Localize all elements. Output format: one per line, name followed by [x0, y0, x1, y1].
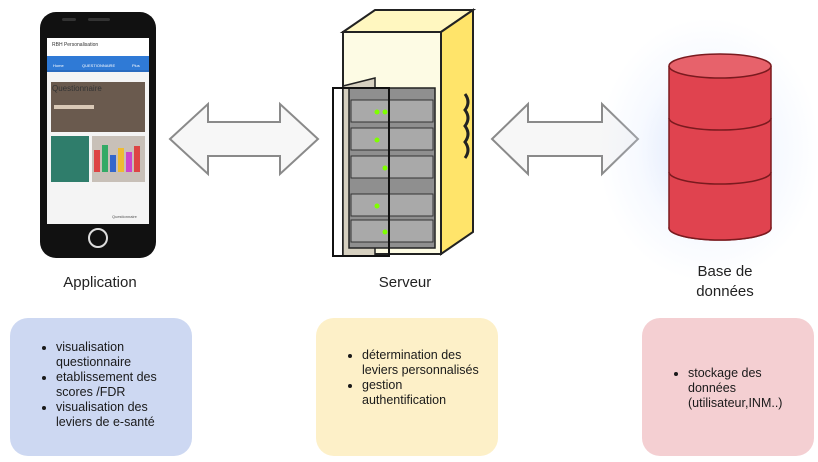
list-item: gestion authentification — [362, 378, 484, 408]
list-item: etablissement des scores /FDR — [56, 370, 178, 400]
server-label: Serveur — [378, 274, 432, 291]
phone-section-title: Questionnaire — [52, 84, 102, 93]
bidirectional-arrow-icon — [168, 101, 320, 177]
list-item: visualisation des leviers de e-santé — [56, 400, 178, 430]
server-features-box: détermination des leviers personnalisés … — [316, 318, 498, 456]
list-item: détermination des leviers personnalisés — [362, 348, 484, 378]
phone-tab-plus[interactable]: Plus — [132, 63, 140, 68]
application-label: Application — [63, 274, 137, 291]
phone-tab-home[interactable]: Home — [53, 63, 64, 68]
list-item: visualisation questionnaire — [56, 340, 178, 370]
phone-footer-text: Questionnaire — [112, 214, 137, 219]
server-icon — [332, 8, 477, 257]
database-label-line2: données — [696, 283, 754, 300]
database-label-line1: Base de — [697, 263, 753, 280]
application-features-box: visualisation questionnaire etablissemen… — [10, 318, 192, 456]
phone-tab-questionnaire[interactable]: QUESTIONNAIRE — [82, 63, 116, 68]
database-icon — [668, 53, 772, 241]
database-features-box: stockage des données (utilisateur,INM..) — [642, 318, 814, 456]
phone-header-title: RBH Personalisation — [52, 42, 99, 48]
list-item: stockage des données (utilisateur,INM..) — [688, 366, 800, 411]
phone-icon — [40, 12, 156, 258]
